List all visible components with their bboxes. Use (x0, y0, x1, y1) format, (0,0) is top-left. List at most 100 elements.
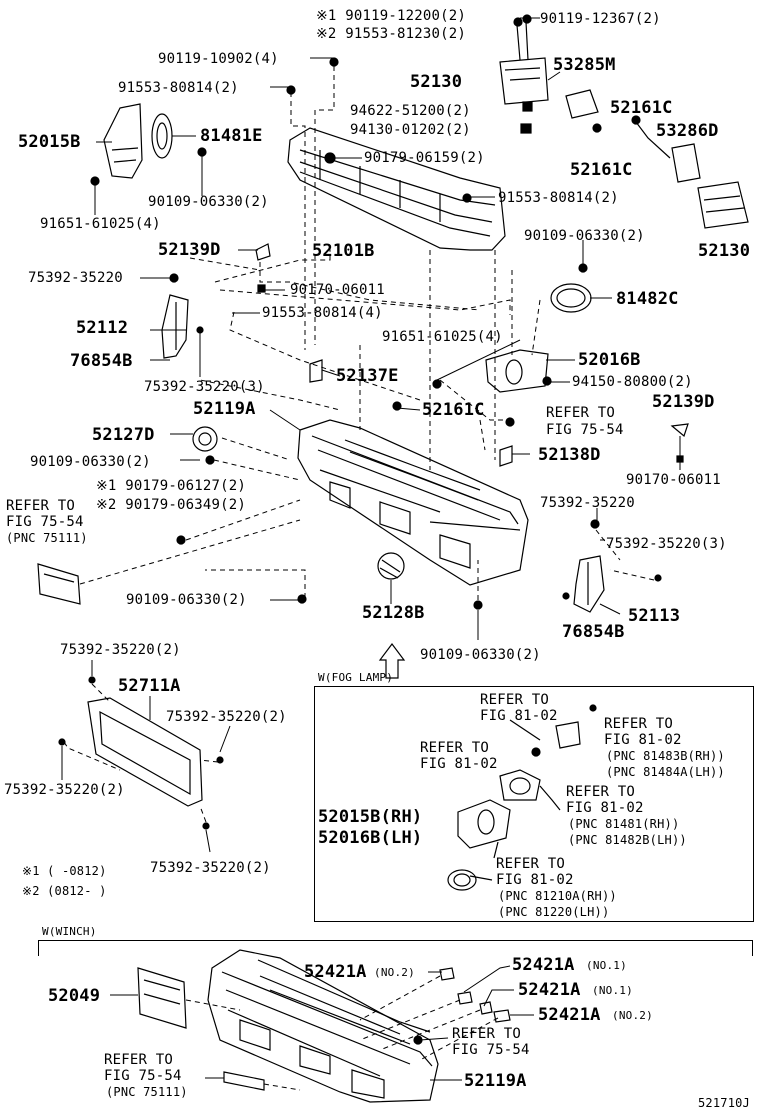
winch-stops-52421a (223, 967, 511, 1091)
winch-divider-tick-left (38, 940, 39, 956)
winch-refer-1-line2: FIG 75-54 (452, 1042, 530, 1058)
bracket-52016b (432, 349, 552, 393)
winch-part-52421a-no2-b: 52421A (538, 1005, 601, 1025)
fog-lamp-section-title: W(FOG LAMP) (318, 671, 394, 684)
winch-qualifier-no1-a: (NO.1) (586, 959, 627, 972)
fog-lamp-cover-52128b (377, 552, 405, 580)
fog-refer-4-line2: FIG 81-02 (566, 800, 644, 816)
winch-plate-52049 (137, 967, 187, 1029)
label-part-90119-10902: 90119-10902(4) (158, 51, 279, 67)
fog-refer-5-line2: FIG 81-02 (496, 872, 574, 888)
label-part-90170-06011-b: 90170-06011 (626, 472, 721, 488)
winch-part-52119a: 52119A (464, 1071, 527, 1091)
label-part-52130-upper: 52130 (410, 72, 463, 92)
label-refer-fig-75-54-a-line2: FIG 75-54 (546, 422, 624, 438)
label-part-94130-01202: 94130-01202(2) (350, 122, 471, 138)
label-part-52130-lower: 52130 (698, 241, 751, 261)
fog-refer-4-line4: (PNC 81482B(LH)) (568, 833, 687, 847)
fog-refer-2-line4: (PNC 81484A(LH)) (606, 765, 725, 779)
label-part-52161c-b: 52161C (570, 160, 633, 180)
label-part-90109-06330-c: 90109-06330(2) (30, 454, 151, 470)
label-part-81481e: 81481E (200, 126, 263, 146)
label-part-52119a-a: 52119A (193, 399, 256, 419)
label-part-52015b: 52015B (18, 132, 81, 152)
winch-section-title: W(WINCH) (42, 925, 97, 938)
bumper-reinforcement-52101b (287, 127, 506, 251)
winch-part-52421a-no1-a: 52421A (512, 955, 575, 975)
diagram-id: 521710J (698, 1096, 750, 1110)
label-part-52138d: 52138D (538, 445, 601, 465)
fog-refer-1-line1: REFER TO (480, 692, 550, 708)
fog-refer-5-line3: (PNC 81210A(RH)) (498, 889, 617, 903)
side-extension-52112 (161, 273, 204, 359)
fog-refer-3-line2: FIG 81-02 (420, 756, 498, 772)
winch-divider-tick-right (752, 940, 753, 956)
guide-lines (63, 66, 655, 823)
winch-section-divider (38, 940, 752, 941)
fog-refer-2-line3: (PNC 81483B(RH)) (606, 749, 725, 763)
label-part-90109-06330-d: 90109-06330(2) (126, 592, 247, 608)
label-part-75392-35220-a: 75392-35220 (28, 270, 123, 286)
label-part-90109-06330-e: 90109-06330(2) (420, 647, 541, 663)
fog-lamp-bracket-81481e (151, 113, 207, 159)
label-part-75392-35220-h: 75392-35220(2) (150, 860, 271, 876)
bracket-52015b (90, 103, 143, 186)
label-refer-fig-75-54-b-line3: (PNC 75111) (6, 531, 88, 545)
winch-refer-1-line1: REFER TO (452, 1026, 522, 1042)
label-part-52137e: 52137E (336, 366, 399, 386)
fog-part-52015b-rh: 52015B(RH) (318, 807, 423, 827)
label-part-91553-80814-c: 91553-80814(4) (262, 305, 383, 321)
label-part-75392-35220-c: 75392-35220 (540, 495, 635, 511)
label-part-52711a: 52711A (118, 676, 181, 696)
label-part-90109-06330-a: 90109-06330(2) (148, 194, 269, 210)
label-part-52161c-a: 52161C (610, 98, 673, 118)
bracket-52130-lower (697, 181, 749, 229)
label-part-90109-06330-b: 90109-06330(2) (524, 228, 645, 244)
bracket-53286d (631, 115, 701, 183)
label-part-91651-61025-b: 91651-61025(4) (382, 329, 503, 345)
winch-refer-2-line1: REFER TO (104, 1052, 174, 1068)
clips-52139d (255, 243, 689, 463)
note-applicability-2: ※2 (0812- ) (22, 884, 107, 898)
fog-refer-3-line1: REFER TO (420, 740, 490, 756)
label-part-75392-35220-e: 75392-35220(2) (60, 642, 181, 658)
winch-refer-2-line2: FIG 75-54 (104, 1068, 182, 1084)
label-part-90179-06159: 90179-06159(2) (364, 150, 485, 166)
bracket-52130-upper (499, 14, 549, 134)
label-part-52161c-c: 52161C (422, 400, 485, 420)
label-part-76854b-a: 76854B (70, 351, 133, 371)
clip-52137e (309, 359, 323, 383)
winch-guide-lines (185, 975, 499, 1091)
winch-bumper-cover-52119a (207, 949, 439, 1103)
fog-lamp-inset-frame (314, 686, 754, 922)
label-part-53285m: 53285M (553, 55, 616, 75)
label-part-52113: 52113 (628, 606, 681, 626)
front-bumper-cover-52119a (297, 419, 529, 586)
bracket-53285m (565, 89, 602, 133)
label-part-76854b-b: 76854B (562, 622, 625, 642)
label-part-75392-35220-g: 75392-35220(2) (4, 782, 125, 798)
label-part-52101b: 52101B (312, 241, 375, 261)
leader-lines (61, 17, 681, 853)
fog-part-52016b-lh: 52016B(LH) (318, 828, 423, 848)
label-part-90179-06127: ※1 90179-06127(2) (96, 478, 246, 494)
arrow-up (378, 643, 406, 679)
winch-leader-lines (110, 965, 534, 1081)
license-plate-bracket (37, 563, 81, 605)
winch-refer-2-line3: (PNC 75111) (106, 1085, 188, 1099)
note-applicability-1: ※1 ( -0812) (22, 864, 107, 878)
fog-refer-2-line2: FIG 81-02 (604, 732, 682, 748)
label-part-94150-80800: 94150-80800(2) (572, 374, 693, 390)
label-part-52112: 52112 (76, 318, 129, 338)
bumper-fasteners (176, 401, 662, 610)
fog-refer-1-line2: FIG 81-02 (480, 708, 558, 724)
winch-qualifier-no2-b: (NO.2) (612, 1009, 653, 1022)
label-part-75392-35220-d: 75392-35220(3) (606, 536, 727, 552)
fog-inset-parts (447, 704, 597, 891)
side-extension-52113 (562, 555, 605, 613)
label-part-90119-12367: 90119-12367(2) (540, 11, 661, 27)
label-refer-fig-75-54-a-line1: REFER TO (546, 405, 616, 421)
fog-refer-4-line1: REFER TO (566, 784, 636, 800)
label-part-52016b: 52016B (578, 350, 641, 370)
